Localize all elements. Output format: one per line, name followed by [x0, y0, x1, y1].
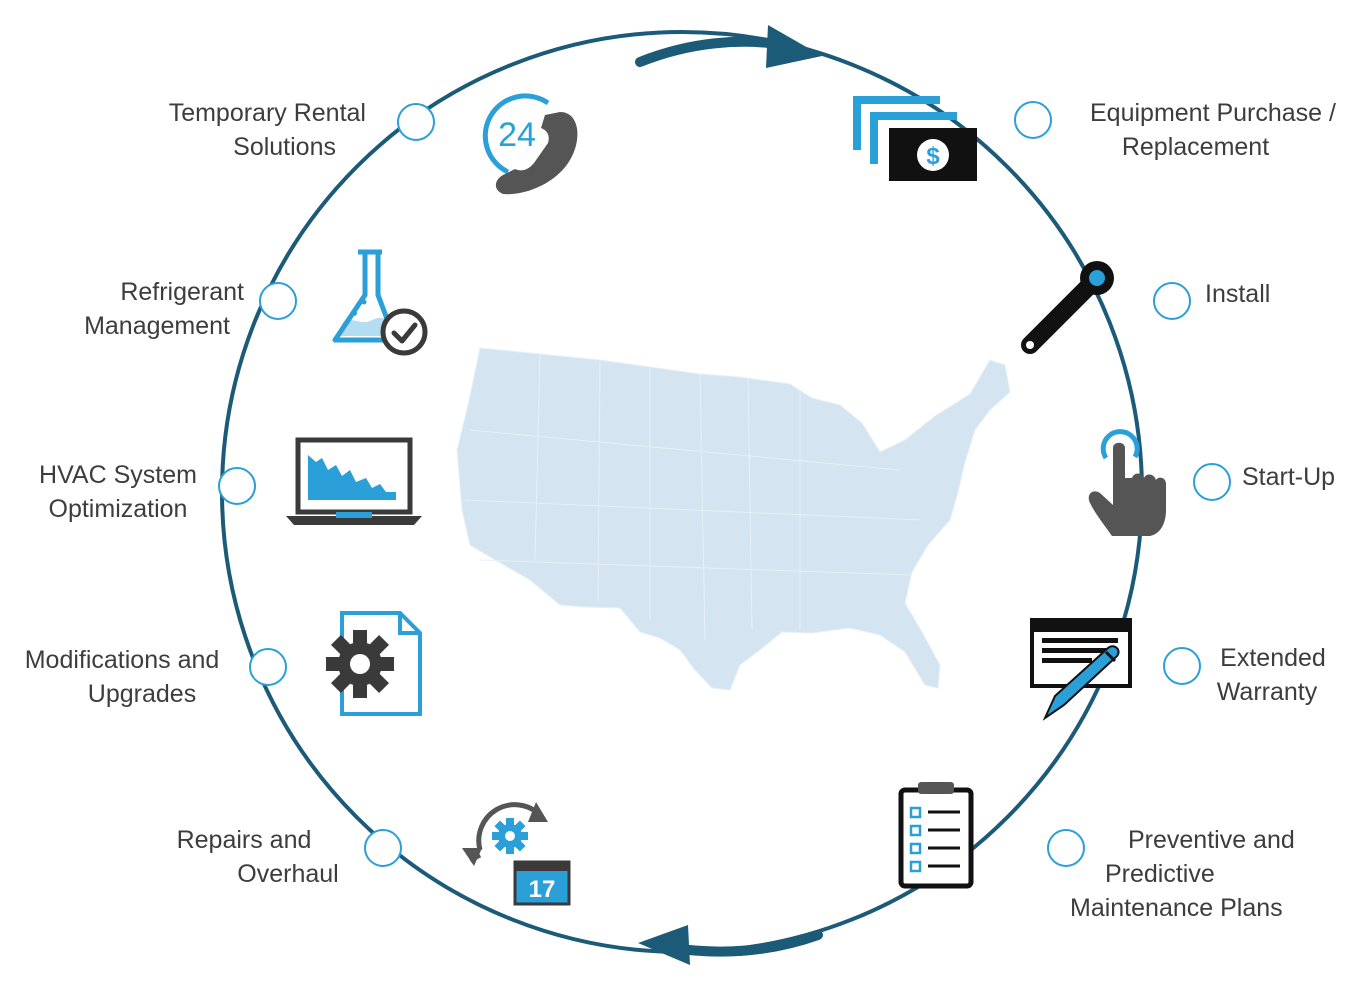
- money-bills-icon: $: [853, 96, 977, 181]
- label-line: Optimization: [48, 495, 188, 523]
- label-refrigerant: Refrigerant Management: [40, 275, 244, 343]
- gear-document-icon: [326, 611, 422, 716]
- label-extended-warranty: Extended Warranty: [1210, 641, 1336, 709]
- label-hvac-optimization: HVAC System Optimization: [20, 458, 216, 526]
- node-start-up: [1193, 463, 1231, 501]
- 24-hour-phone-icon: 24: [482, 93, 578, 195]
- label-line: Maintenance Plans: [1070, 894, 1283, 922]
- label-line: HVAC System: [39, 461, 197, 489]
- label-line: Install: [1205, 280, 1271, 308]
- node-refrigerant: [259, 282, 297, 320]
- label-line: Extended: [1220, 644, 1326, 672]
- label-line: Management: [84, 312, 230, 340]
- contract-pen-icon: [1030, 618, 1132, 721]
- calendar-day-text: 17: [529, 876, 556, 903]
- label-line: Temporary Rental: [168, 99, 366, 127]
- label-line: Repairs and: [176, 826, 312, 854]
- bottom-arrow-icon: [638, 925, 823, 965]
- label-modifications: Modifications and Upgrades: [6, 643, 238, 711]
- top-arrow-icon: [635, 25, 822, 68]
- phone-hours-text: 24: [498, 116, 536, 154]
- label-temporary-rental: Temporary Rental Solutions: [120, 96, 366, 164]
- hand-touch-icon: [1088, 429, 1166, 536]
- node-modifications: [249, 648, 287, 686]
- label-preventive: Preventive and Predictive Maintenance Pl…: [1070, 823, 1330, 925]
- gear-calendar-icon: 17: [462, 802, 571, 906]
- node-hvac-optimization: [218, 467, 256, 505]
- label-equipment-purchase: Equipment Purchase / Replacement: [1078, 96, 1348, 164]
- label-repairs: Repairs and Overhaul: [160, 823, 360, 891]
- label-line: Modifications and: [24, 646, 220, 674]
- node-temporary-rental: [397, 103, 435, 141]
- label-line: Replacement: [1121, 133, 1270, 161]
- node-repairs: [364, 829, 402, 867]
- label-line: Predictive: [1105, 860, 1215, 888]
- label-line: Refrigerant: [120, 278, 244, 306]
- state-borders: [464, 354, 921, 641]
- label-install: Install: [1205, 277, 1325, 311]
- label-line: Equipment Purchase /: [1090, 99, 1336, 127]
- label-line: Upgrades: [87, 680, 197, 708]
- laptop-chart-icon: [286, 437, 422, 525]
- label-line: Warranty: [1216, 678, 1318, 706]
- currency-symbol-text: $: [926, 143, 940, 170]
- node-install: [1153, 282, 1191, 320]
- label-line: Preventive and: [1128, 826, 1295, 854]
- wrench-icon: [1021, 252, 1116, 354]
- node-extended-warranty: [1163, 647, 1201, 685]
- node-preventive: [1047, 829, 1085, 867]
- flask-check-icon: [332, 249, 428, 356]
- node-equipment-purchase: [1014, 101, 1052, 139]
- label-start-up: Start-Up: [1242, 460, 1352, 494]
- label-line: Overhaul: [237, 860, 339, 888]
- label-line: Start-Up: [1242, 463, 1336, 491]
- label-line: Solutions: [233, 133, 336, 161]
- clipboard-checklist-icon: [898, 782, 974, 889]
- united-states-map-icon: [456, 347, 1011, 691]
